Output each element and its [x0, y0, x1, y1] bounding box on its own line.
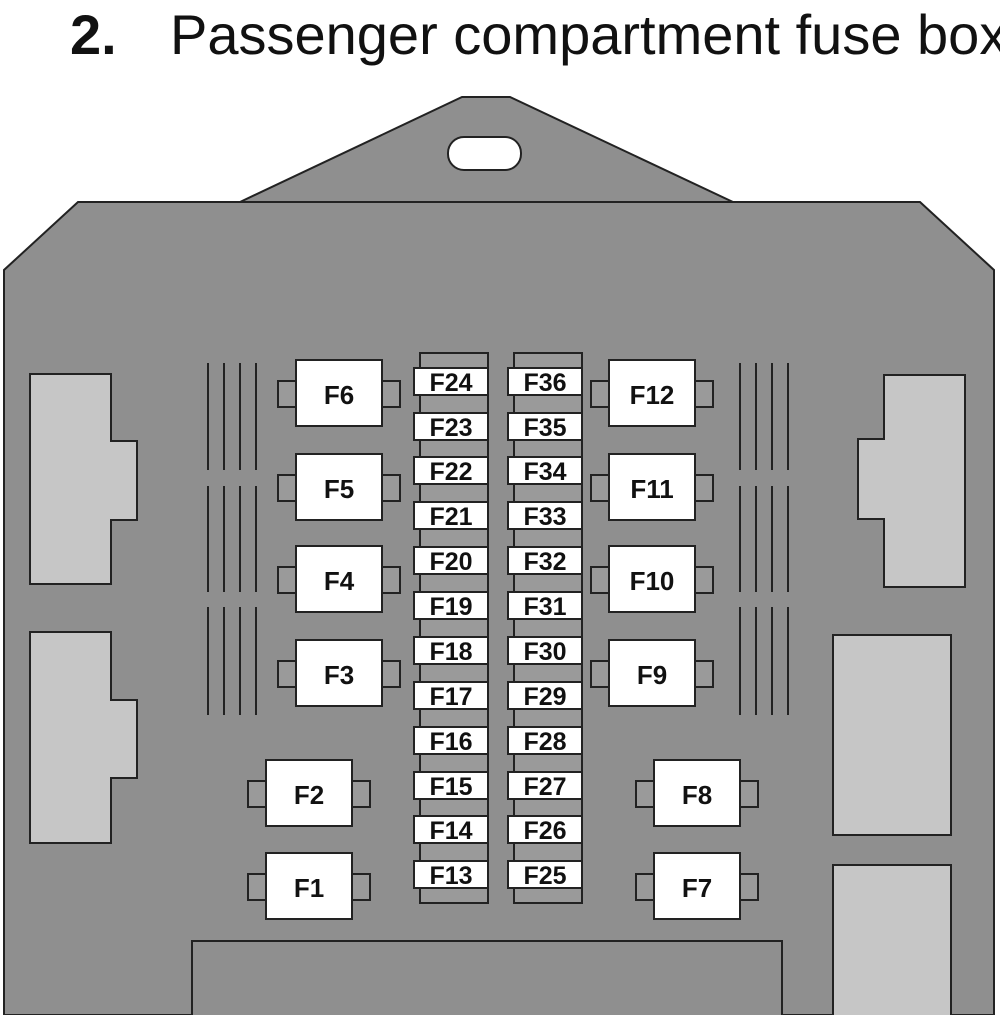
fuse-large-f4[interactable]: F4 — [277, 545, 401, 613]
fuse-label: F2 — [294, 780, 324, 810]
fuse-label: F9 — [637, 660, 667, 690]
fuse-small-f17[interactable]: F17 — [413, 681, 489, 711]
fuse-small-f31[interactable]: F31 — [507, 591, 583, 621]
fuse-label: F18 — [429, 638, 472, 666]
fuse-label: F15 — [429, 773, 472, 801]
bottom-recess — [191, 940, 783, 1015]
fuse-label: F35 — [523, 414, 566, 442]
fuse-label: F28 — [523, 728, 566, 756]
fuse-small-f19[interactable]: F19 — [413, 591, 489, 621]
fuse-small-f36[interactable]: F36 — [507, 367, 583, 397]
small-fuse-column-right — [513, 352, 583, 904]
small-fuse-column-left — [419, 352, 489, 904]
fuse-label: F24 — [429, 369, 472, 397]
left-connector-upper — [29, 373, 138, 585]
fuse-label: F10 — [630, 566, 675, 596]
fuse-label: F34 — [523, 458, 566, 486]
fuse-large-f10[interactable]: F10 — [590, 545, 714, 613]
fuse-large-f6[interactable]: F6 — [277, 359, 401, 427]
right-connector-middle — [832, 634, 952, 836]
fuse-label: F20 — [429, 548, 472, 576]
rib-lines-left — [207, 363, 257, 715]
fuse-large-f1[interactable]: F1 — [247, 852, 371, 920]
right-connector-lower — [832, 864, 952, 1015]
fuse-small-f14[interactable]: F14 — [413, 815, 489, 845]
fuse-label: F22 — [429, 458, 472, 486]
fuse-large-f7[interactable]: F7 — [635, 852, 759, 920]
fuse-large-f3[interactable]: F3 — [277, 639, 401, 707]
fuse-small-f25[interactable]: F25 — [507, 860, 583, 890]
diagram-title: 2. Passenger compartment fuse box. — [0, 0, 1000, 70]
fuse-small-f13[interactable]: F13 — [413, 860, 489, 890]
fuse-large-f2[interactable]: F2 — [247, 759, 371, 827]
left-connector-lower — [29, 631, 138, 844]
fuse-small-f20[interactable]: F20 — [413, 546, 489, 576]
fuse-label: F3 — [324, 660, 354, 690]
rib-lines-right — [739, 363, 789, 715]
fuse-small-f35[interactable]: F35 — [507, 412, 583, 442]
fuse-small-f34[interactable]: F34 — [507, 456, 583, 486]
fuse-large-f5[interactable]: F5 — [277, 453, 401, 521]
fuse-small-f23[interactable]: F23 — [413, 412, 489, 442]
fuse-label: F6 — [324, 380, 354, 410]
fuse-small-f24[interactable]: F24 — [413, 367, 489, 397]
fuse-label: F17 — [429, 683, 472, 711]
fuse-label: F36 — [523, 369, 566, 397]
fuse-small-f21[interactable]: F21 — [413, 501, 489, 531]
fuse-large-f12[interactable]: F12 — [590, 359, 714, 427]
fuse-label: F27 — [523, 773, 566, 801]
fuse-large-f11[interactable]: F11 — [590, 453, 714, 521]
fuse-small-f30[interactable]: F30 — [507, 636, 583, 666]
fuse-label: F23 — [429, 414, 472, 442]
mounting-hole — [447, 136, 522, 171]
title-number: 2. — [70, 3, 117, 66]
fuse-large-f8[interactable]: F8 — [635, 759, 759, 827]
fuse-label: F31 — [523, 593, 566, 621]
fuse-label: F8 — [682, 780, 712, 810]
right-connector-upper — [857, 374, 966, 588]
fuse-label: F11 — [630, 474, 673, 504]
fuse-label: F21 — [429, 503, 472, 531]
fuse-label: F12 — [630, 380, 675, 410]
fuse-small-f29[interactable]: F29 — [507, 681, 583, 711]
fuse-label: F32 — [523, 548, 566, 576]
fuse-label: F5 — [324, 474, 354, 504]
fuse-small-f26[interactable]: F26 — [507, 815, 583, 845]
fuse-label: F1 — [294, 873, 324, 903]
fuse-small-f22[interactable]: F22 — [413, 456, 489, 486]
fuse-label: F4 — [324, 566, 355, 596]
fuse-label: F33 — [523, 503, 566, 531]
fuse-small-f33[interactable]: F33 — [507, 501, 583, 531]
fuse-small-f28[interactable]: F28 — [507, 726, 583, 756]
fuse-label: F29 — [523, 683, 566, 711]
fuse-label: F19 — [429, 593, 472, 621]
fuse-small-f16[interactable]: F16 — [413, 726, 489, 756]
fuse-label: F7 — [682, 873, 712, 903]
fuse-small-f18[interactable]: F18 — [413, 636, 489, 666]
title-text: Passenger compartment fuse box. — [170, 3, 1000, 66]
fuse-label: F14 — [429, 817, 472, 845]
fuse-label: F16 — [429, 728, 472, 756]
fuse-small-f27[interactable]: F27 — [507, 771, 583, 801]
fuse-label: F26 — [523, 817, 566, 845]
fuse-large-f9[interactable]: F9 — [590, 639, 714, 707]
fuse-small-f15[interactable]: F15 — [413, 771, 489, 801]
fuse-label: F30 — [523, 638, 566, 666]
fuse-label: F13 — [429, 862, 472, 890]
fuse-layer: F1F2F3F4F5F6F7F8F9F10F11F12F24F23F22F21F… — [247, 359, 759, 920]
fuse-label: F25 — [523, 862, 566, 890]
fuse-small-f32[interactable]: F32 — [507, 546, 583, 576]
